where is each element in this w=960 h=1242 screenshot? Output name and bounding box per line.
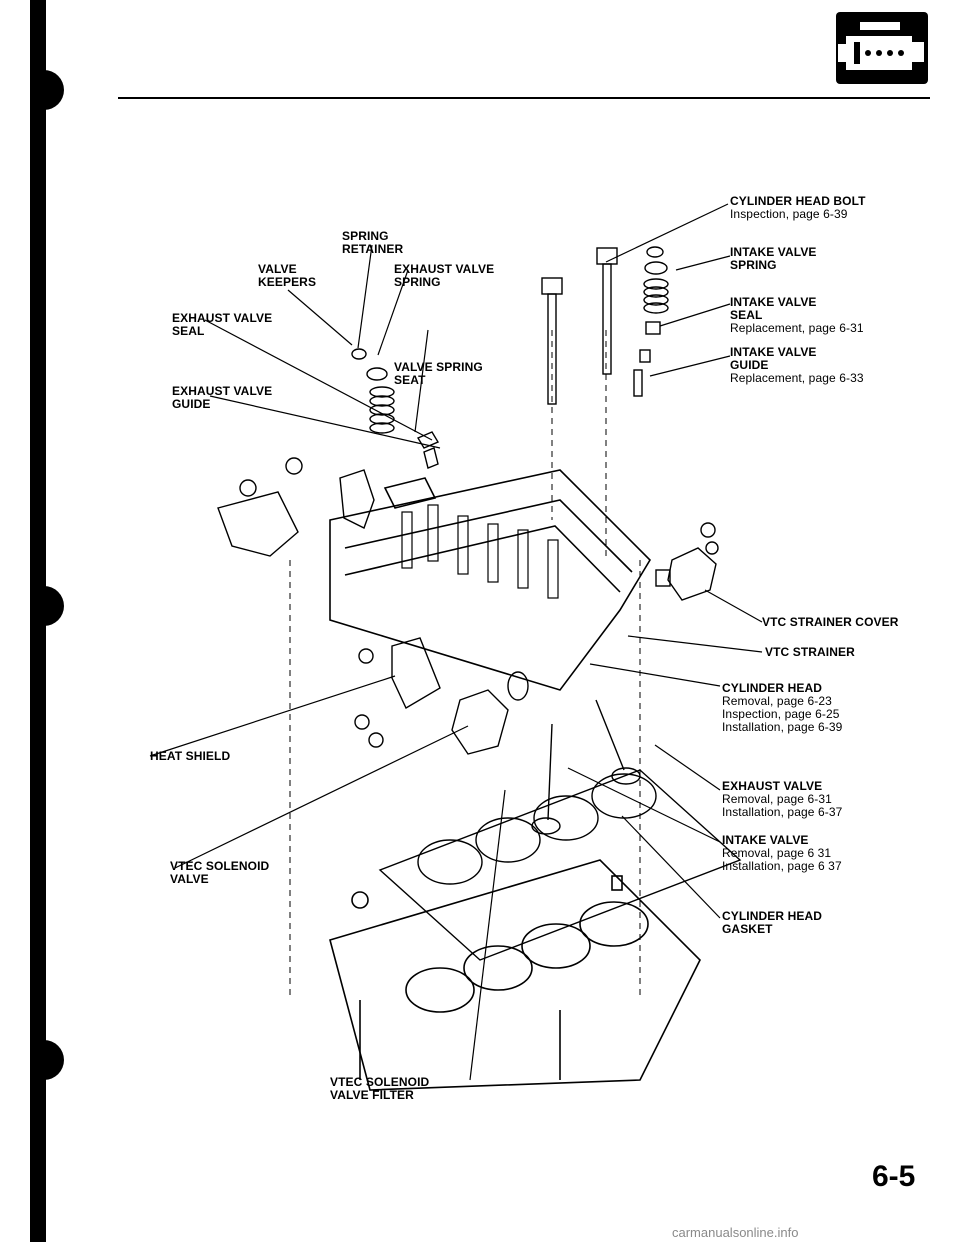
leader-lines-right bbox=[567, 203, 763, 919]
label-vtc-strainer-cover: VTC STRAINER COVER bbox=[762, 615, 899, 629]
label-exhaust-valve-spring: EXHAUST VALVE SPRING bbox=[394, 262, 495, 289]
label-valve-spring-seat: VALVE SPRING SEAT bbox=[394, 360, 483, 387]
label-exhaust-valve-guide: EXHAUST VALVE GUIDE bbox=[172, 384, 273, 411]
engine-block bbox=[329, 859, 701, 1091]
cylinder-head-gasket bbox=[378, 769, 742, 961]
label-vtec-solenoid-valve: VTEC SOLENOID VALVE bbox=[170, 859, 270, 886]
intake-valve-parts bbox=[633, 246, 669, 397]
binding-margin bbox=[0, 0, 30, 1242]
label-exhaust-valve-seal: EXHAUST VALVE SEAL bbox=[172, 311, 273, 338]
exhaust-valve-parts bbox=[351, 348, 440, 469]
engine-icon bbox=[836, 12, 928, 84]
label-intake-valve-seal: INTAKE VALVE SEAL Replacement, page 6-31 bbox=[730, 295, 864, 335]
label-cylinder-head-bolt: CYLINDER HEAD BOLT Inspection, page 6-39 bbox=[730, 194, 866, 221]
label-spring-retainer: SPRING RETAINER bbox=[342, 229, 404, 256]
watermark-text: carmanualsonline.info bbox=[672, 1225, 799, 1240]
cylinder-head-block bbox=[329, 469, 652, 691]
spine-tab-bottom bbox=[30, 1040, 64, 1080]
vtec-solenoid bbox=[451, 671, 529, 755]
valves bbox=[531, 699, 641, 835]
spine-tab-middle bbox=[30, 586, 64, 626]
header-rule bbox=[118, 97, 930, 99]
vtc-strainer-cover bbox=[655, 522, 719, 601]
label-cylinder-head-gasket: CYLINDER HEAD GASKET bbox=[722, 909, 822, 936]
page-number: 6-5 bbox=[872, 1160, 916, 1193]
label-intake-valve-spring: INTAKE VALVE SPRING bbox=[730, 245, 817, 272]
label-cylinder-head: CYLINDER HEAD Removal, page 6-23 Inspect… bbox=[722, 681, 843, 734]
label-vtc-strainer: VTC STRAINER bbox=[765, 645, 855, 659]
label-heat-shield: HEAT SHIELD bbox=[150, 749, 231, 763]
label-intake-valve-guide: INTAKE VALVE GUIDE Replacement, page 6-3… bbox=[730, 345, 864, 385]
label-vtec-solenoid-valve-filter: VTEC SOLENOID VALVE FILTER bbox=[330, 1075, 430, 1102]
label-exhaust-valve: EXHAUST VALVE Removal, page 6-31 Install… bbox=[722, 779, 843, 819]
label-intake-valve: INTAKE VALVE Removal, page 6 31 Installa… bbox=[722, 833, 842, 873]
alignment-dashes bbox=[289, 330, 641, 1000]
cylinder-head-bolts bbox=[541, 247, 618, 405]
spine-tab-top bbox=[30, 70, 64, 110]
label-valve-keepers: VALVE KEEPERS bbox=[258, 262, 317, 289]
heat-shield-parts bbox=[217, 457, 441, 748]
leader-lines-left bbox=[149, 244, 506, 1081]
